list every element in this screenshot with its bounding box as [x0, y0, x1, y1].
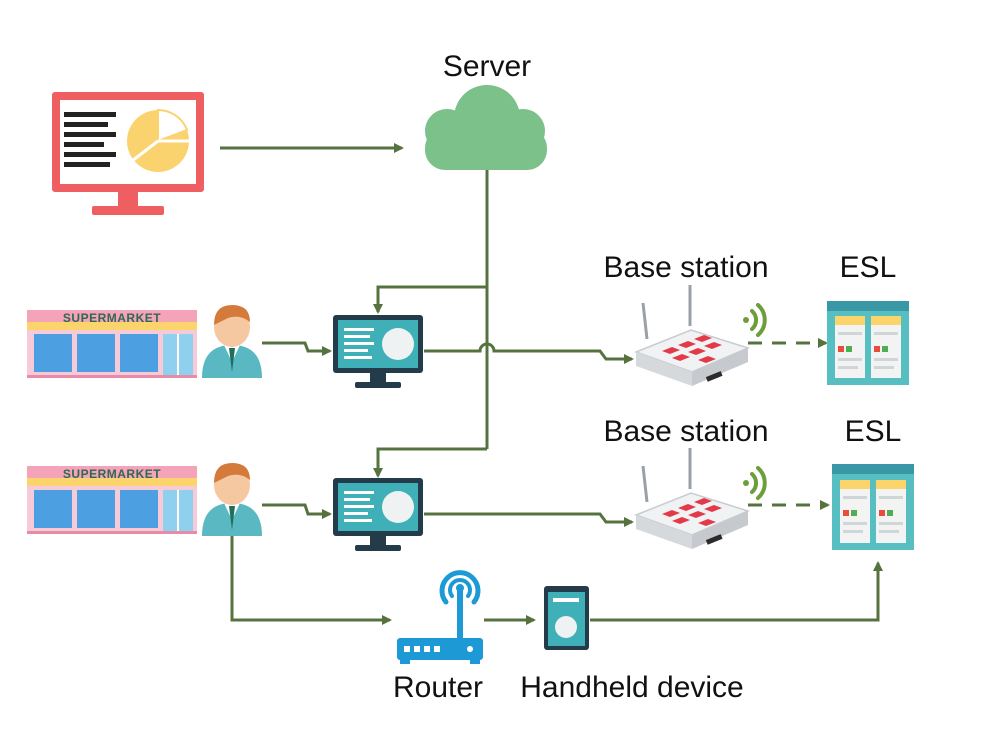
connector-handheld-to-esl-2	[590, 561, 883, 622]
connector-pc-2-to-base-station-2	[424, 512, 634, 527]
admin-monitor-icon	[52, 92, 204, 215]
connector-pc-1-to-base-station-1	[424, 342, 634, 364]
handheld-label: Handheld device	[520, 671, 744, 704]
connector-server-to-pc-2	[373, 447, 487, 478]
router-label: Router	[393, 671, 483, 704]
connector-server-to-pc-1	[373, 285, 487, 314]
handheld-device-icon	[544, 586, 589, 650]
connector-staff-2-to-pc-2	[262, 503, 332, 519]
esl-2-label: ESL	[845, 415, 902, 448]
base-station-icon	[633, 285, 751, 386]
supermarket-icon: SUPERMARKET	[27, 466, 197, 534]
esl-tag-icon	[827, 301, 909, 385]
wireless-signal-icon	[743, 466, 767, 500]
base-station-1-label: Base station	[603, 251, 768, 284]
store-pc-icon	[333, 315, 423, 388]
esl-tag-icon	[832, 464, 914, 550]
connector-staff-2-to-router	[230, 528, 392, 625]
cloud-server-icon	[425, 85, 547, 170]
base-station-2-label: Base station	[603, 415, 768, 448]
store-staff-icon	[202, 305, 262, 378]
store-sign: SUPERMARKET	[63, 311, 161, 325]
router-icon	[397, 570, 483, 664]
connector-staff-1-to-pc-1	[262, 341, 332, 356]
server-label: Server	[443, 50, 531, 83]
store-staff-icon	[202, 463, 262, 536]
store-sign: SUPERMARKET	[63, 467, 161, 481]
esl-1-label: ESL	[840, 251, 897, 284]
base-station-icon	[633, 448, 751, 549]
supermarket-icon: SUPERMARKET	[27, 310, 197, 378]
wireless-signal-icon	[743, 303, 767, 337]
store-pc-icon	[333, 478, 423, 551]
connectors	[220, 143, 883, 625]
